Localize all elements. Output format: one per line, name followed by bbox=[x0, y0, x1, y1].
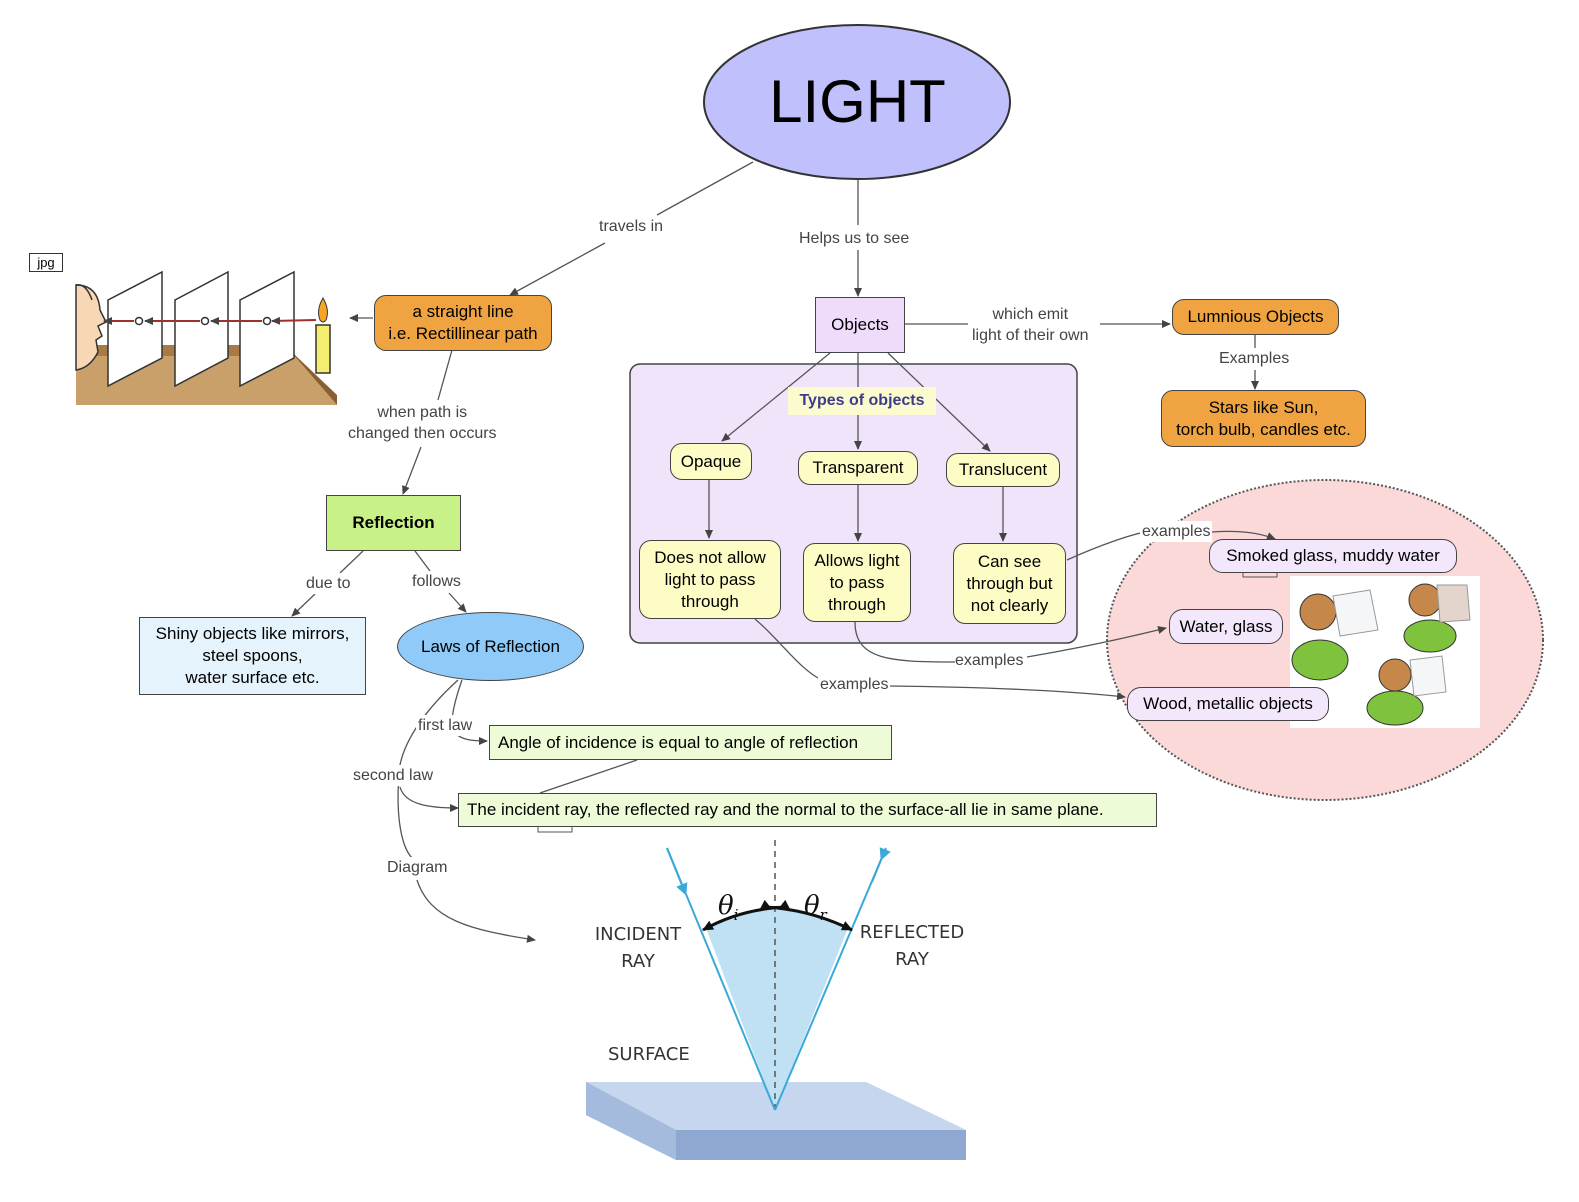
smoked-sheet bbox=[1436, 584, 1471, 623]
first-law-node[interactable]: Angle of incidence is equal to angle of … bbox=[489, 725, 892, 760]
theta-i-symbol: θ bbox=[718, 891, 734, 921]
link-first-law: first law bbox=[416, 715, 475, 736]
second-law-node[interactable]: The incident ray, the reflected ray and … bbox=[458, 793, 1157, 827]
link-due-to: due to bbox=[304, 573, 353, 594]
jpg-file-tag[interactable]: jpg bbox=[29, 253, 63, 272]
shiny-objects-node[interactable]: Shiny objects like mirrors, steel spoons… bbox=[139, 617, 366, 695]
link-diagram: Diagram bbox=[385, 857, 450, 878]
link-follows: follows bbox=[410, 571, 463, 592]
types-of-objects-title: Types of objects bbox=[788, 387, 936, 415]
link-helps-us-see: Helps us to see bbox=[797, 228, 912, 249]
water-glass-node[interactable]: Water, glass bbox=[1169, 609, 1283, 644]
reflection-diagram bbox=[586, 840, 966, 1160]
theta-r-sub: r bbox=[819, 906, 827, 925]
surface-front bbox=[676, 1130, 966, 1160]
central-title[interactable]: LIGHT bbox=[769, 68, 946, 135]
glass-sheet bbox=[1332, 589, 1379, 637]
straight-line-node[interactable]: a straight line i.e. Rectillinear path bbox=[374, 295, 552, 351]
surface-label: SURFACE bbox=[608, 1044, 690, 1065]
link-when-path-changed: when path is changed then occurs bbox=[346, 402, 499, 444]
link-examples-transparent: examples bbox=[955, 652, 1024, 669]
screen-2 bbox=[174, 270, 229, 388]
laws-of-reflection-node[interactable]: Laws of Reflection bbox=[397, 612, 584, 681]
translucent-description-node[interactable]: Can see through but not clearly bbox=[953, 543, 1066, 624]
link-examples-translucent: examples bbox=[1140, 521, 1213, 542]
luminous-examples-node[interactable]: Stars like Sun, torch bulb, candles etc. bbox=[1161, 390, 1366, 447]
surface-left bbox=[586, 1082, 676, 1160]
candle bbox=[315, 324, 331, 374]
transparent-node[interactable]: Transparent bbox=[798, 451, 918, 485]
screen-1 bbox=[107, 270, 163, 388]
objects-node[interactable]: Objects bbox=[815, 297, 905, 353]
link-travels-in: travels in bbox=[597, 216, 666, 237]
luminous-objects-node[interactable]: Lumnious Objects bbox=[1172, 299, 1339, 335]
candle-flame bbox=[318, 297, 328, 323]
opaque-node[interactable]: Opaque bbox=[670, 443, 752, 480]
incident-ray-label: INCIDENT RAY bbox=[594, 924, 682, 972]
opaque-sheet bbox=[1409, 655, 1447, 697]
link-examples-luminous: Examples bbox=[1217, 348, 1292, 369]
theta-i-label: θi bbox=[718, 866, 738, 929]
wood-metallic-node[interactable]: Wood, metallic objects bbox=[1127, 687, 1329, 721]
smoked-glass-node[interactable]: Smoked glass, muddy water bbox=[1209, 539, 1457, 573]
reflected-ray-label: REFLECTED RAY bbox=[859, 922, 965, 970]
theta-i-sub: i bbox=[733, 906, 739, 925]
link-second-law: second law bbox=[351, 765, 436, 786]
transparent-description-node[interactable]: Allows light to pass through bbox=[803, 543, 911, 622]
theta-r-label: θr bbox=[804, 866, 827, 929]
reflection-node[interactable]: Reflection bbox=[326, 495, 461, 551]
angle-wedge bbox=[706, 909, 848, 1110]
opaque-description-node[interactable]: Does not allow light to pass through bbox=[639, 540, 781, 619]
light-ellipse bbox=[703, 24, 1011, 180]
screen-3 bbox=[239, 270, 295, 388]
link-which-emit: which emit light of their own bbox=[970, 304, 1091, 346]
rectilinear-picture bbox=[75, 270, 337, 405]
face bbox=[75, 284, 108, 371]
translucent-node[interactable]: Translucent bbox=[946, 453, 1060, 487]
theta-r-symbol: θ bbox=[804, 891, 820, 921]
reflected-ray-line bbox=[774, 847, 887, 1111]
link-examples-opaque: examples bbox=[818, 674, 891, 695]
